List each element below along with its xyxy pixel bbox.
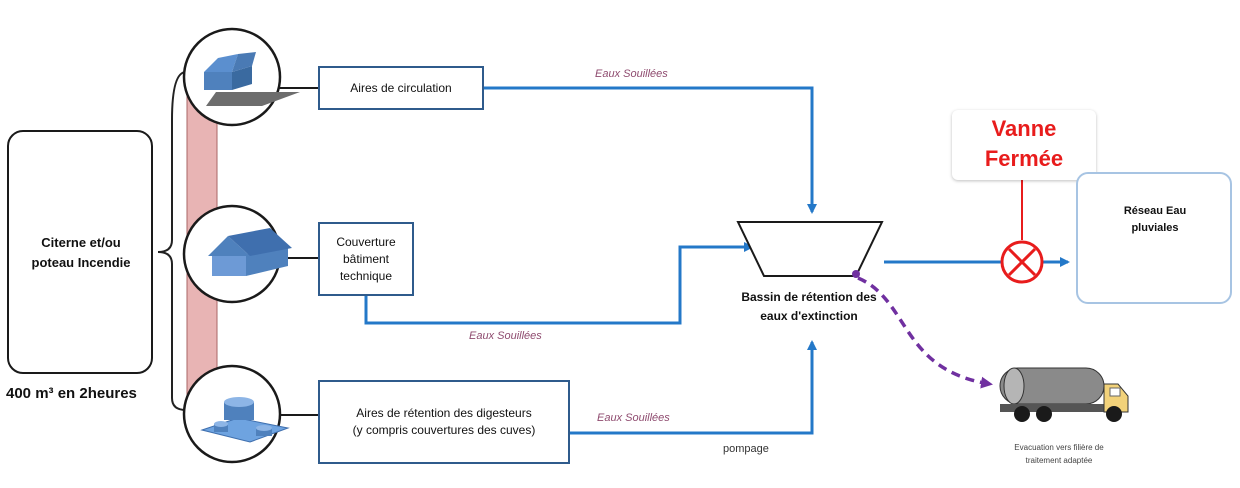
fire-source-label-line2: poteau Incendie [31,255,131,270]
surface-label-roof-line2: bâtiment [342,251,390,266]
surface-label-circulation: Aires de circulation [350,80,452,95]
brace [157,71,187,411]
flow-line-middle [364,242,754,325]
bassin-label: Bassin de rétention des eaux d'extinctio… [718,288,900,326]
evacuation-label-line1: Evacuation vers filière de [1014,443,1104,452]
surface-box-circulation: Aires de circulation [318,66,484,110]
surface-label-roof-line3: technique [339,268,393,283]
flow-line-bottom [570,340,817,435]
surface-label-roof-line1: Couverture [336,234,396,249]
surface-label-digesters-line2: (y compris couvertures des cuves) [352,423,536,437]
reseau-label: Réseau Eau pluviales [1090,203,1220,237]
reseau-label-line2: pluviales [1131,222,1179,234]
reseau-label-line1: Réseau Eau [1123,205,1187,217]
pump-dot [852,270,860,278]
flow-label-bottom: Eaux Souillées [597,412,670,424]
bassin-label-line2: eaux d'extinction [760,309,858,323]
vanne-line1: Vanne [991,116,1057,141]
flow-line-top [484,86,817,214]
fire-source-box [7,130,153,374]
closed-valve-icon [1000,240,1044,284]
capacity-label: 400 m³ en 2heures [6,385,137,402]
bassin-shape [736,221,884,277]
surface-label-digesters-line1: Aires de rétention des digesteurs [356,406,532,420]
surface-box-digesters: Aires de rétention des digesteurs (y com… [318,380,570,464]
fire-source-label-line1: Citerne et/ou [41,235,121,250]
evacuation-dashed-line [857,276,993,389]
flow-label-middle: Eaux Souillées [469,330,542,342]
vanne-line2: Fermée [984,146,1064,171]
tanker-truck-icon [999,367,1129,422]
evacuation-label-line2: traitement adaptée [1025,456,1093,465]
vanne-callout: Vanne Fermée [952,110,1096,180]
surface-box-roof: Couverture bâtiment technique [318,222,414,296]
building-roof-icon [208,228,292,276]
digesters-icon [200,397,290,443]
evacuation-label: Evacuation vers filière de traitement ad… [995,441,1123,467]
flow-label-top: Eaux Souillées [595,68,668,80]
fire-source-label: Citerne et/ou poteau Incendie [14,233,148,273]
reseau-box [1076,172,1232,304]
circulation-building-icon [204,52,300,106]
pumping-label: pompage [723,443,769,455]
bassin-label-line1: Bassin de rétention des [741,290,877,304]
